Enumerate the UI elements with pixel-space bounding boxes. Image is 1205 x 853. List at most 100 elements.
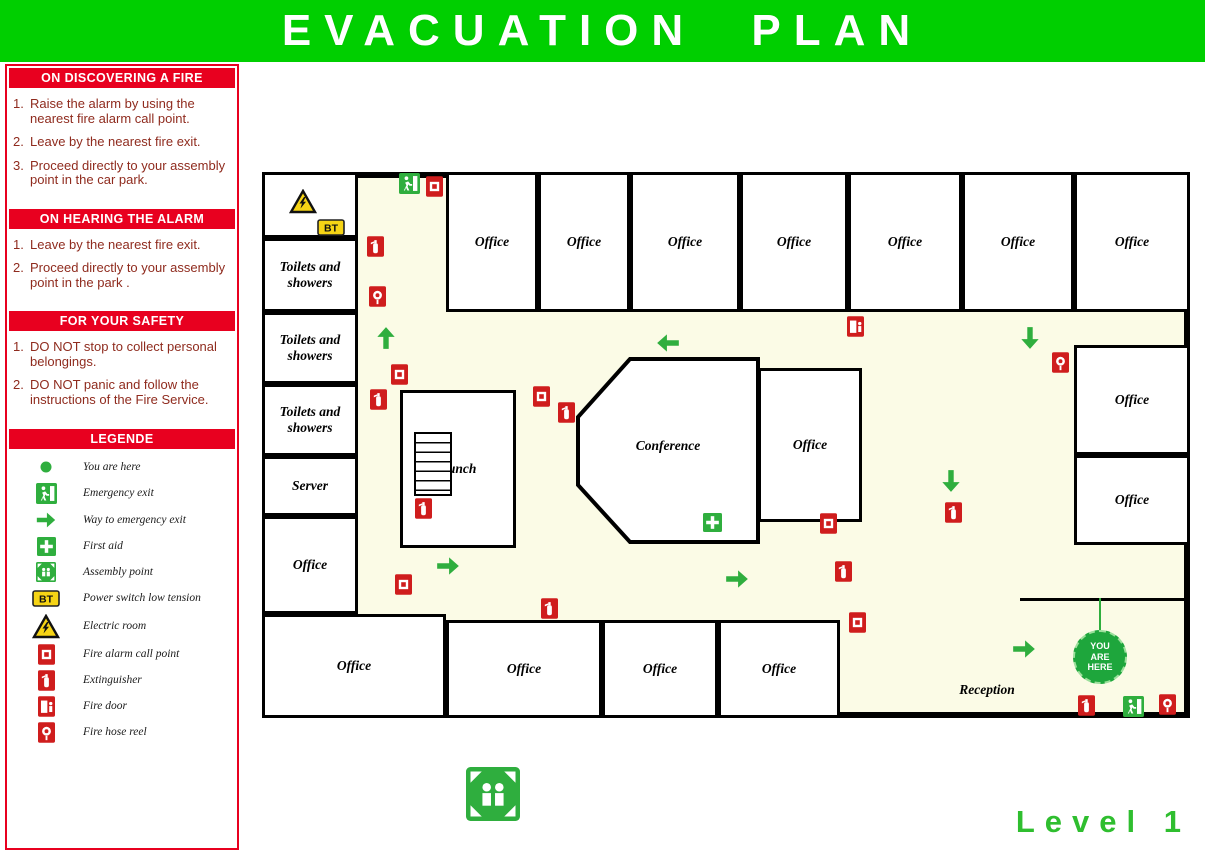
extinguisher-icon <box>366 235 384 257</box>
fire-alarm-icon <box>37 643 55 665</box>
emergency-exit-icon <box>35 482 57 504</box>
legend-label: Electric room <box>83 620 147 633</box>
room-label: Toilets and showers <box>279 332 341 363</box>
way-arrow-icon <box>35 509 57 531</box>
legend-label: You are here <box>83 461 141 474</box>
panel-items: 1. Leave by the nearest fire exit. 2.Proce… <box>7 231 237 310</box>
route-arrow-right-icon <box>435 553 461 579</box>
emergency-exit-icon <box>1122 695 1144 717</box>
room-server-room: Server <box>262 456 358 516</box>
legend-item: Fire door <box>9 695 235 717</box>
room-office-bottom-1: Office <box>446 620 602 718</box>
instruction-number: 1. <box>13 236 24 252</box>
svg-text:BT: BT <box>39 593 54 605</box>
room-office-top-2: Office <box>538 172 630 312</box>
legend-header: LEGENDE <box>9 428 235 449</box>
legend-icon-cell <box>9 613 83 639</box>
room-reception: Reception <box>862 664 1112 716</box>
legend-item: You are here <box>9 457 235 478</box>
room-office-top-1: Office <box>446 172 538 312</box>
room-label: Toilets and showers <box>279 259 341 290</box>
emergency-exit-icon <box>398 172 420 194</box>
title-banner: EVACUATION PLAN <box>0 0 1205 62</box>
room-office-top-6: Office <box>962 172 1074 312</box>
legend-label: Assembly point <box>83 566 153 579</box>
legend-icon-cell <box>9 669 83 691</box>
extinguisher-icon <box>557 401 575 423</box>
room-label: Office <box>1114 392 1150 408</box>
fire-hose-icon <box>368 285 386 307</box>
room-office-bottom-left: Office <box>262 614 446 718</box>
legend-icon-cell <box>9 536 83 556</box>
instruction-text: Leave by the nearest fire exit. <box>30 134 201 150</box>
you-are-here-line: HERE <box>1087 662 1113 673</box>
instruction-text: Leave by the nearest fire exit. <box>30 236 201 252</box>
instruction-item: 2.DO NOT panic and follow the instructio… <box>13 378 233 407</box>
first-aid-icon <box>702 512 722 532</box>
instruction-number: 3. <box>13 157 24 173</box>
route-arrow-right-icon <box>1011 636 1037 662</box>
room-office-top-3: Office <box>630 172 740 312</box>
legend-item: Electric room <box>9 613 235 639</box>
legend-label: Fire hose reel <box>83 726 147 739</box>
fire-hose-icon <box>1158 693 1176 715</box>
extinguisher-icon <box>37 669 55 691</box>
legend-icon-cell: BT <box>9 589 83 607</box>
room-conference <box>576 357 760 544</box>
room-office-top-4: Office <box>740 172 848 312</box>
route-arrow-left-icon <box>655 330 681 356</box>
legend-item: Fire alarm call point <box>9 643 235 665</box>
legend-item: Assembly point <box>9 562 235 583</box>
room-label: Office <box>667 234 703 250</box>
room-label: Office <box>792 437 828 453</box>
extinguisher-icon <box>414 497 432 519</box>
instruction-text: Raise the alarm by using the nearest fir… <box>30 96 195 126</box>
assembly-point-icon <box>466 766 520 822</box>
legend-icon-cell <box>9 482 83 504</box>
route-arrow-down-icon <box>938 468 964 494</box>
legend-icon-cell <box>9 643 83 665</box>
first-aid-icon <box>36 536 56 556</box>
fire-door-icon <box>846 315 864 337</box>
room-office-left: Office <box>262 516 358 614</box>
legend-label: Emergency exit <box>83 487 154 500</box>
you-are-here-line: YOU <box>1090 641 1110 652</box>
fire-alarm-icon <box>390 363 408 385</box>
page-title: EVACUATION PLAN <box>281 6 924 55</box>
panel-items: 1.DO NOT stop to collect personal belong… <box>7 333 237 426</box>
legend-icon-cell <box>9 721 83 743</box>
room-toilets-3: Toilets and showers <box>262 384 358 456</box>
panel-header: ON HEARING THE ALARM <box>9 208 235 229</box>
instruction-number: 2. <box>13 134 24 150</box>
legend-item: Emergency exit <box>9 482 235 504</box>
instruction-item: 2. Leave by the nearest fire exit. <box>13 135 233 150</box>
legend-label: Fire door <box>83 700 127 713</box>
extinguisher-icon <box>1077 694 1095 716</box>
extinguisher-icon <box>540 597 558 619</box>
legend-icon-cell <box>9 459 83 475</box>
extinguisher-icon <box>369 388 387 410</box>
instruction-number: 1. <box>13 96 24 111</box>
assembly-point-icon <box>36 562 56 583</box>
fire-alarm-icon <box>848 611 866 633</box>
fire-alarm-icon <box>819 512 837 534</box>
extinguisher-icon <box>944 501 962 523</box>
legend-item: Way to emergency exit <box>9 509 235 531</box>
legend-label: Way to emergency exit <box>83 513 186 526</box>
stairs-symbol <box>414 432 452 496</box>
panel-header: ON DISCOVERING A FIRE <box>9 68 235 88</box>
instruction-item: 2.Proceed directly to your assembly poin… <box>13 260 233 290</box>
room-label: Server <box>292 478 328 494</box>
you-are-here-dot-icon <box>38 459 54 475</box>
fire-door-icon <box>37 695 55 717</box>
fire-alarm-icon <box>532 385 550 407</box>
room-label: Office <box>1000 234 1036 250</box>
room-label: Office <box>566 234 602 250</box>
room-office-top-7: Office <box>1074 172 1190 312</box>
legend-label: First aid <box>83 540 123 553</box>
interior-wall <box>1020 598 1190 601</box>
